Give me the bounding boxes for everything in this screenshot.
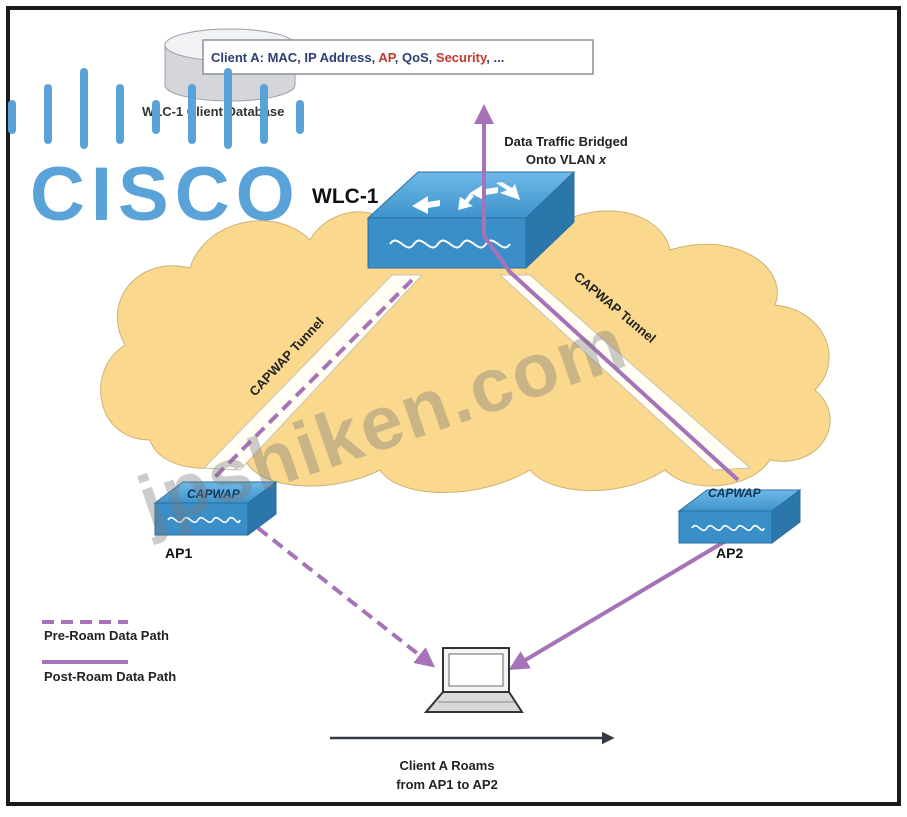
data-traffic-line2: Onto VLAN x	[526, 152, 607, 167]
ap1-label: AP1	[165, 545, 192, 561]
pre-roam-path-client	[256, 526, 436, 668]
client-record-box	[202, 39, 594, 75]
data-traffic-line1: Data Traffic Bridged	[504, 134, 628, 149]
wlc-label: WLC-1	[312, 185, 379, 208]
legend-pre-roam-label: Pre-Roam Data Path	[44, 628, 169, 643]
database-label: WLC-1 Client Database	[142, 104, 284, 119]
post-roam-path-tunnel	[482, 234, 740, 482]
ap1-access-point-icon	[153, 481, 278, 536]
ap1-capwap-badge: CAPWAP	[187, 487, 241, 501]
ap2-capwap-badge: CAPWAP	[708, 486, 762, 500]
legend: Pre-Roam Data Path Post-Roam Data Path	[42, 620, 176, 684]
post-roam-path-client	[508, 534, 736, 671]
client-record-text: Client A: MAC, IP Address, AP, QoS, Secu…	[211, 50, 504, 65]
wlc-controller-icon	[366, 170, 576, 270]
legend-post-roam-label: Post-Roam Data Path	[44, 669, 176, 684]
outer-frame	[6, 6, 901, 806]
roam-caption-line1: Client A Roams	[399, 758, 494, 773]
pre-roam-path-tunnel	[212, 278, 414, 480]
ap2-label: AP2	[716, 545, 743, 561]
ap2-access-point-icon	[677, 489, 802, 544]
laptop-icon	[423, 647, 524, 713]
roam-caption-line2: from AP1 to AP2	[396, 777, 498, 792]
cisco-logo-bars	[8, 68, 304, 149]
capwap-tunnel-right	[498, 274, 752, 471]
cisco-logo-text: CISCO	[30, 152, 301, 237]
